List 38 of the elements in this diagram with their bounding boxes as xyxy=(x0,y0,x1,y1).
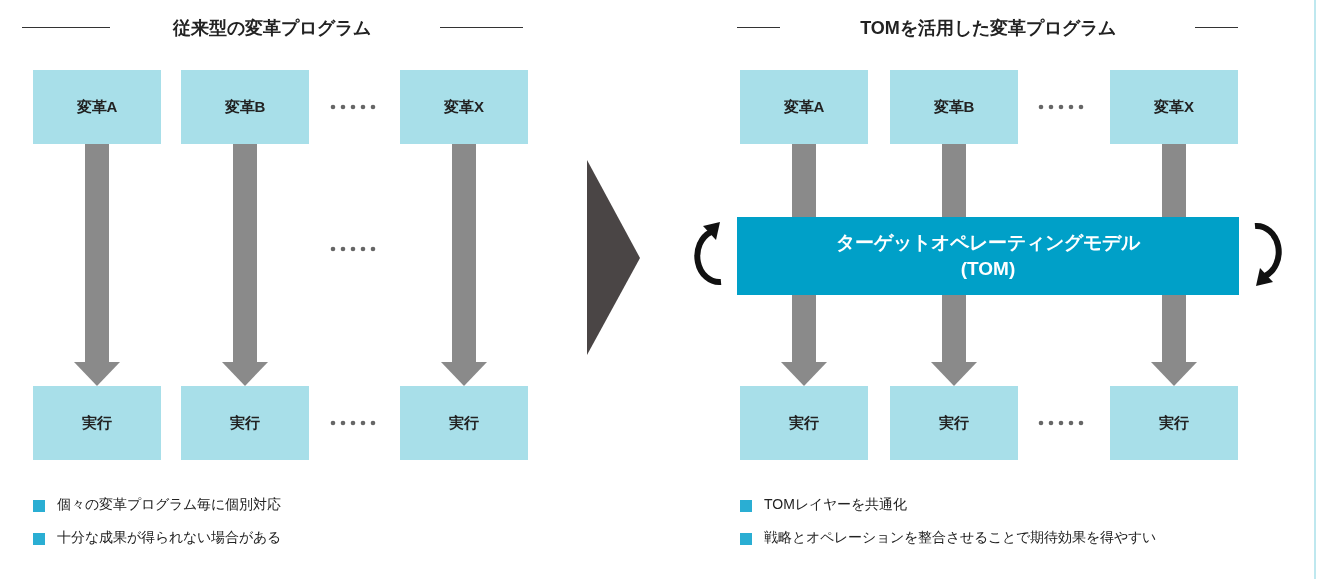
step-box xyxy=(740,386,868,460)
box-label: 変革X xyxy=(1154,96,1194,117)
step-box xyxy=(890,386,1018,460)
box-label: 実行 xyxy=(1159,412,1189,433)
arrow xyxy=(781,295,827,386)
box-label: 実行 xyxy=(230,412,260,433)
step-box xyxy=(400,386,528,460)
bullet-text: 個々の変革プログラム毎に個別対応 xyxy=(57,496,281,512)
step-box xyxy=(400,70,528,144)
box-label: 変革B xyxy=(224,96,266,117)
arrow xyxy=(931,295,977,386)
box-label: 変革B xyxy=(933,96,975,117)
arrow xyxy=(1151,295,1197,386)
arrow xyxy=(222,144,268,386)
box-label: 実行 xyxy=(449,412,479,433)
box-label: 実行 xyxy=(789,412,819,433)
arrow xyxy=(441,144,487,386)
box-label: ターゲットオペレーティングモデル (TOM) xyxy=(835,231,1141,281)
box-label: 変革A xyxy=(783,96,825,117)
box-label: 実行 xyxy=(82,412,112,433)
model-band xyxy=(737,217,1239,295)
step-box xyxy=(740,70,868,144)
step-box xyxy=(1110,70,1238,144)
step-box xyxy=(890,70,1018,144)
step-box xyxy=(1110,386,1238,460)
bullet-text: 十分な成果が得られない場合がある xyxy=(57,529,281,545)
step-box xyxy=(33,386,161,460)
box-label: 実行 xyxy=(939,412,969,433)
step-box xyxy=(33,70,161,144)
arrow xyxy=(74,144,120,386)
section-title: 従来型の変革プログラム xyxy=(173,17,371,40)
step-box xyxy=(181,386,309,460)
bullet-text: TOMレイヤーを共通化 xyxy=(764,496,907,512)
step-box xyxy=(181,70,309,144)
box-label: 変革X xyxy=(444,96,484,117)
box-label: 変革A xyxy=(76,96,118,117)
section-title: TOMを活用した変革プログラム xyxy=(860,17,1116,40)
bullet-text: 戦略とオペレーションを整合させることで期待効果を得やすい xyxy=(764,529,1156,545)
